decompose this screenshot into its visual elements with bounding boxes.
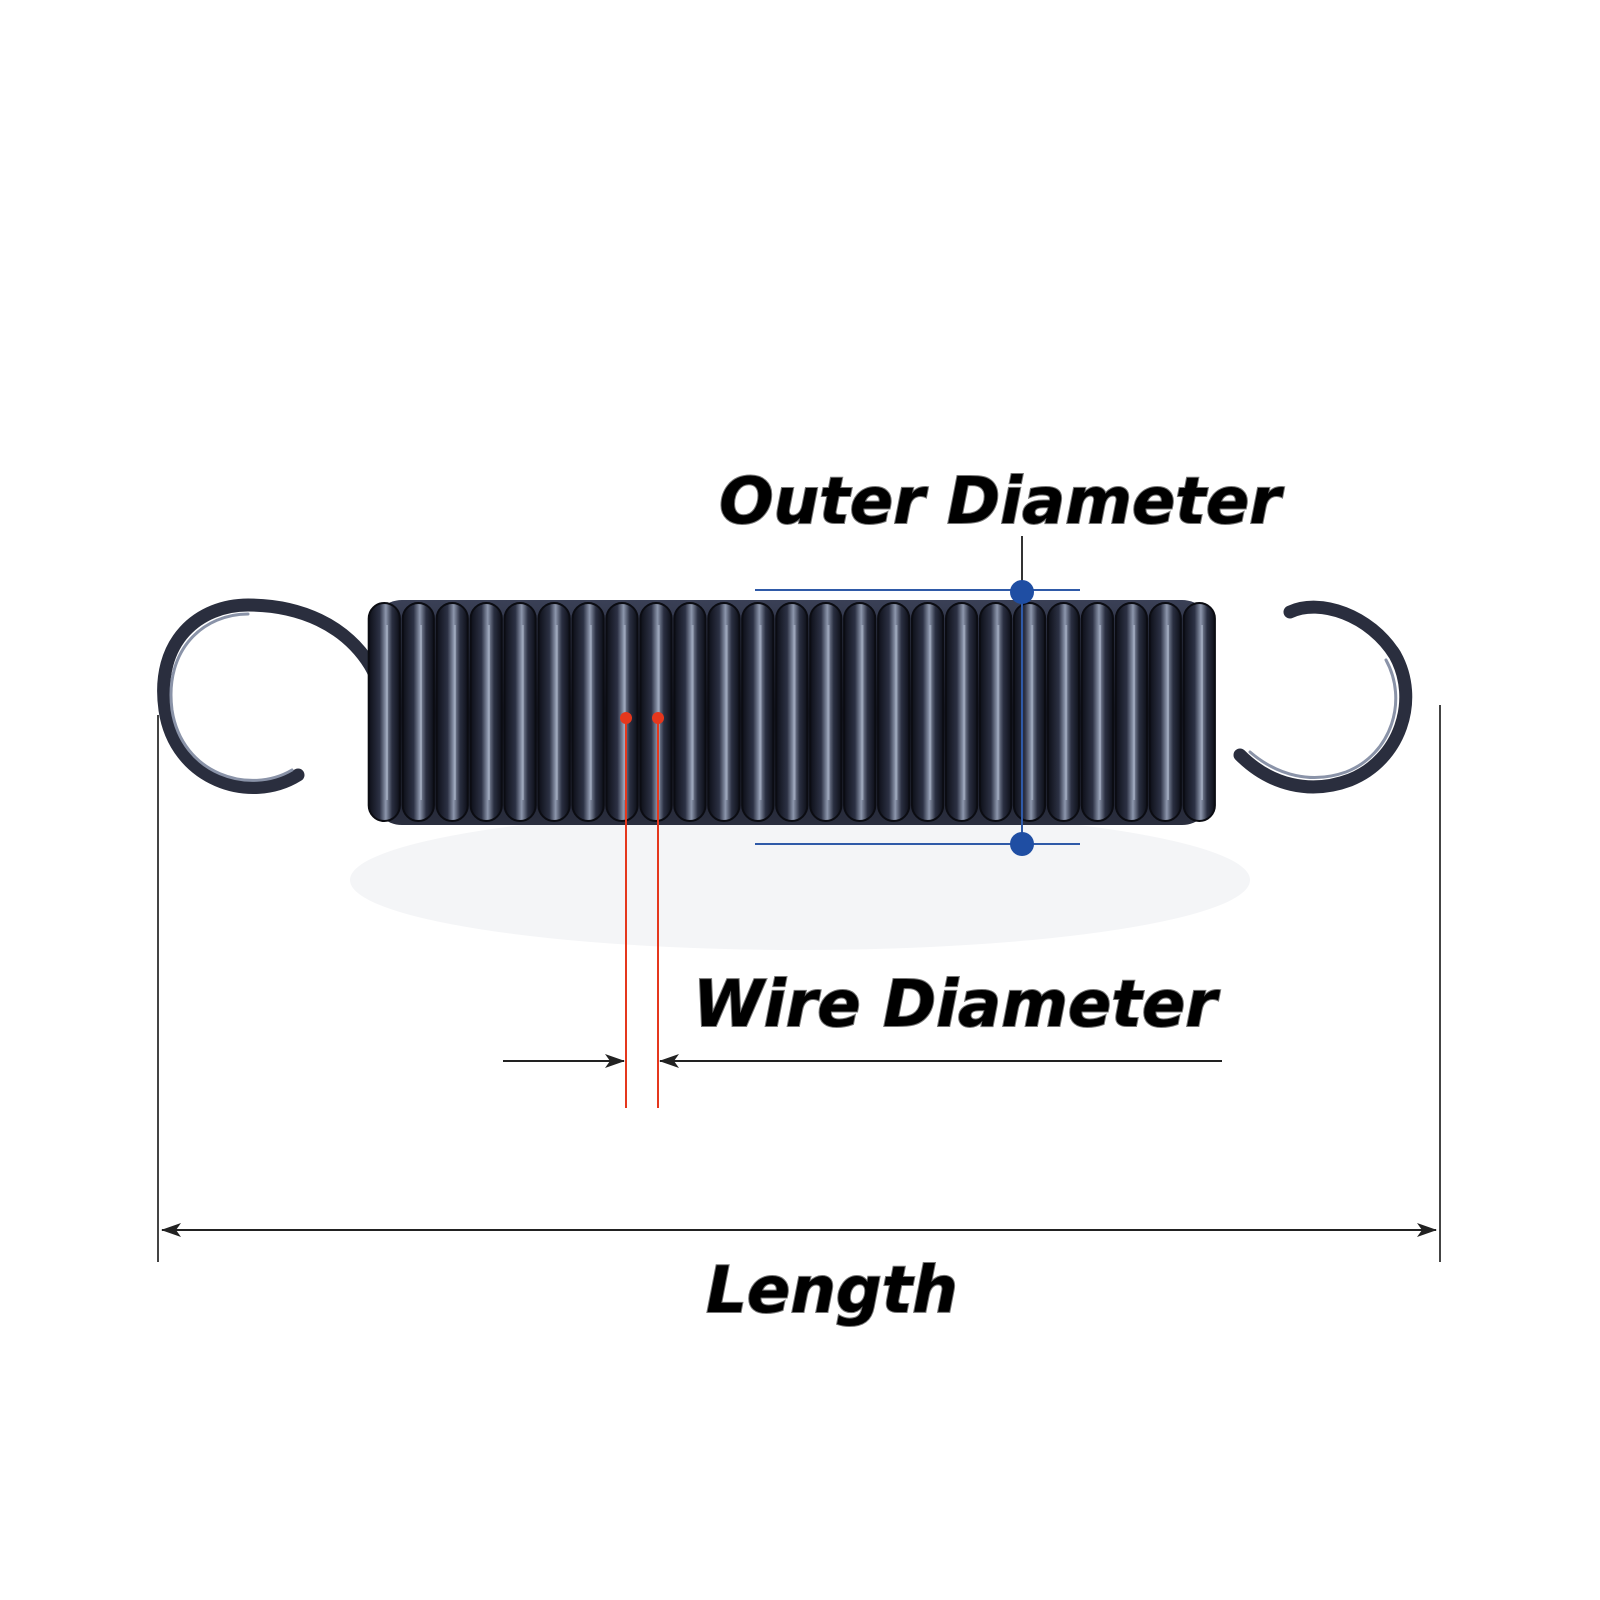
- left-hook-highlight: [169, 612, 294, 782]
- coil-turn: [401, 602, 435, 822]
- coil-turn: [877, 602, 911, 822]
- coil-turn: [1114, 602, 1149, 822]
- coil-turn: [469, 602, 503, 822]
- coil-turn: [707, 602, 741, 822]
- wire-diameter-left-dot: [620, 712, 632, 724]
- coil-turn: [911, 602, 945, 822]
- coil-turn: [1080, 602, 1115, 822]
- outer-diameter-label: Outer Diameter: [719, 465, 1284, 539]
- wire-diameter-marker: [503, 712, 1222, 1108]
- wire-diameter-label: Wire Diameter: [693, 968, 1220, 1042]
- coil-turn: [945, 602, 979, 822]
- coil-turn: [979, 602, 1013, 822]
- coil-turn: [775, 602, 809, 822]
- wire-diameter-right-dot: [652, 712, 664, 724]
- coil-turn: [1046, 602, 1081, 822]
- outer-diameter-top-dot: [1010, 580, 1034, 604]
- right-hook: [1233, 600, 1413, 794]
- coil-turn: [673, 602, 707, 822]
- coil-turn: [435, 602, 469, 822]
- length-dimension: [157, 705, 1441, 1262]
- right-hook-highlight: [1248, 658, 1398, 779]
- coil-turn: [809, 602, 843, 822]
- coil-turn: [367, 602, 401, 822]
- coil-turn: [843, 602, 877, 822]
- coil-turn: [1148, 602, 1182, 822]
- spring-shadow: [350, 810, 1250, 950]
- extension-spring: [157, 598, 1413, 825]
- coil-turn: [741, 602, 775, 822]
- coil-turn: [605, 602, 639, 822]
- outer-diameter-marker: [755, 536, 1080, 856]
- coil-turn: [639, 602, 673, 822]
- coil-turn: [537, 602, 571, 822]
- coil-turn: [1182, 602, 1216, 822]
- length-label: Length: [706, 1254, 958, 1328]
- coil-turn: [571, 602, 605, 822]
- coil-turn: [503, 602, 537, 822]
- coil-turn: [1012, 602, 1047, 822]
- outer-diameter-bottom-dot: [1010, 832, 1034, 856]
